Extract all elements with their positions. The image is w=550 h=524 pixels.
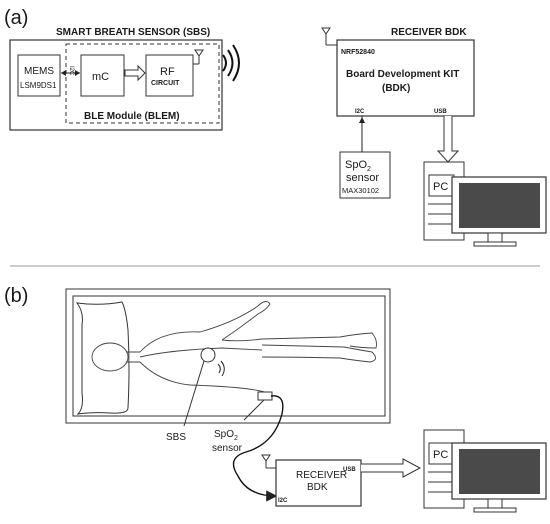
sbs-title: SMART BREATH SENSOR (SBS) — [56, 27, 210, 38]
spo2-label-b-line1: SpO2 — [214, 429, 238, 442]
receiver-bdk-box-b — [275, 459, 362, 507]
spo2-finger-sensor-icon — [257, 391, 273, 401]
bdk-line1: Board Development KIT — [346, 69, 459, 80]
mc-label: mC — [92, 71, 109, 83]
spo2-cable — [232, 395, 284, 502]
spo2-leader-line — [243, 399, 265, 421]
rf-box — [145, 54, 194, 97]
pc-label-a: PC — [433, 181, 448, 193]
bdk-line2: (BDK) — [382, 83, 410, 94]
receiver-antenna-icon — [321, 27, 337, 46]
spo2-part: MAX30102 — [342, 186, 379, 195]
i2c-label-b: I2C — [278, 498, 288, 504]
bdk-chip: NRF52840 — [341, 49, 375, 56]
bed-outline — [65, 288, 391, 424]
mems-part: LSM9DS1 — [20, 81, 57, 90]
panel-b-label: (b) — [4, 285, 28, 307]
rf-sub-label: CIRCUIT — [151, 80, 180, 87]
bdk-box — [336, 39, 475, 117]
usb-to-pc-arrow-b — [361, 458, 422, 478]
receiver-label-b2: BDK — [307, 482, 328, 493]
wireless-signal-icon — [222, 44, 240, 82]
ble-label: BLE Module (BLEM) — [84, 111, 180, 122]
spo2-label-b-line2: sensor — [212, 443, 243, 454]
panel-a-label: (a) — [4, 7, 28, 29]
mems-box — [17, 54, 61, 97]
bdk-i2c-label: I2C — [355, 109, 365, 115]
bdk-usb-label: USB — [434, 109, 447, 115]
patient-figure — [91, 301, 377, 395]
spo2-line2: sensor — [346, 172, 379, 184]
pc-label-b: PC — [433, 449, 448, 461]
i2c-label-a1: I2C — [68, 66, 74, 76]
usb-label-b: USB — [343, 467, 356, 473]
sbs-wireless-icon — [217, 360, 225, 377]
usb-to-pc-arrow — [436, 116, 460, 163]
ble-module-box — [65, 43, 220, 124]
rf-antenna-icon — [193, 49, 204, 65]
sbs-box — [9, 39, 223, 131]
pillow — [75, 301, 130, 415]
receiver-title: RECEIVER BDK — [391, 27, 467, 38]
spo2-box — [339, 151, 391, 199]
monitor-icon-a — [451, 176, 547, 247]
receiver-antenna-icon-b — [261, 454, 276, 469]
receiver-label-b1: RECEIVER — [296, 470, 347, 481]
sbs-sensor-icon — [200, 347, 216, 363]
mc-box — [80, 54, 125, 97]
monitor-icon-b — [451, 442, 547, 513]
sbs-leader-line — [183, 360, 205, 427]
spo2-line1: SpO2 — [345, 159, 371, 173]
mems-label: MEMS — [24, 66, 54, 77]
sbs-label-b: SBS — [166, 432, 186, 443]
mc-to-rf-arrow — [124, 64, 146, 82]
rf-label: RF — [160, 66, 175, 78]
